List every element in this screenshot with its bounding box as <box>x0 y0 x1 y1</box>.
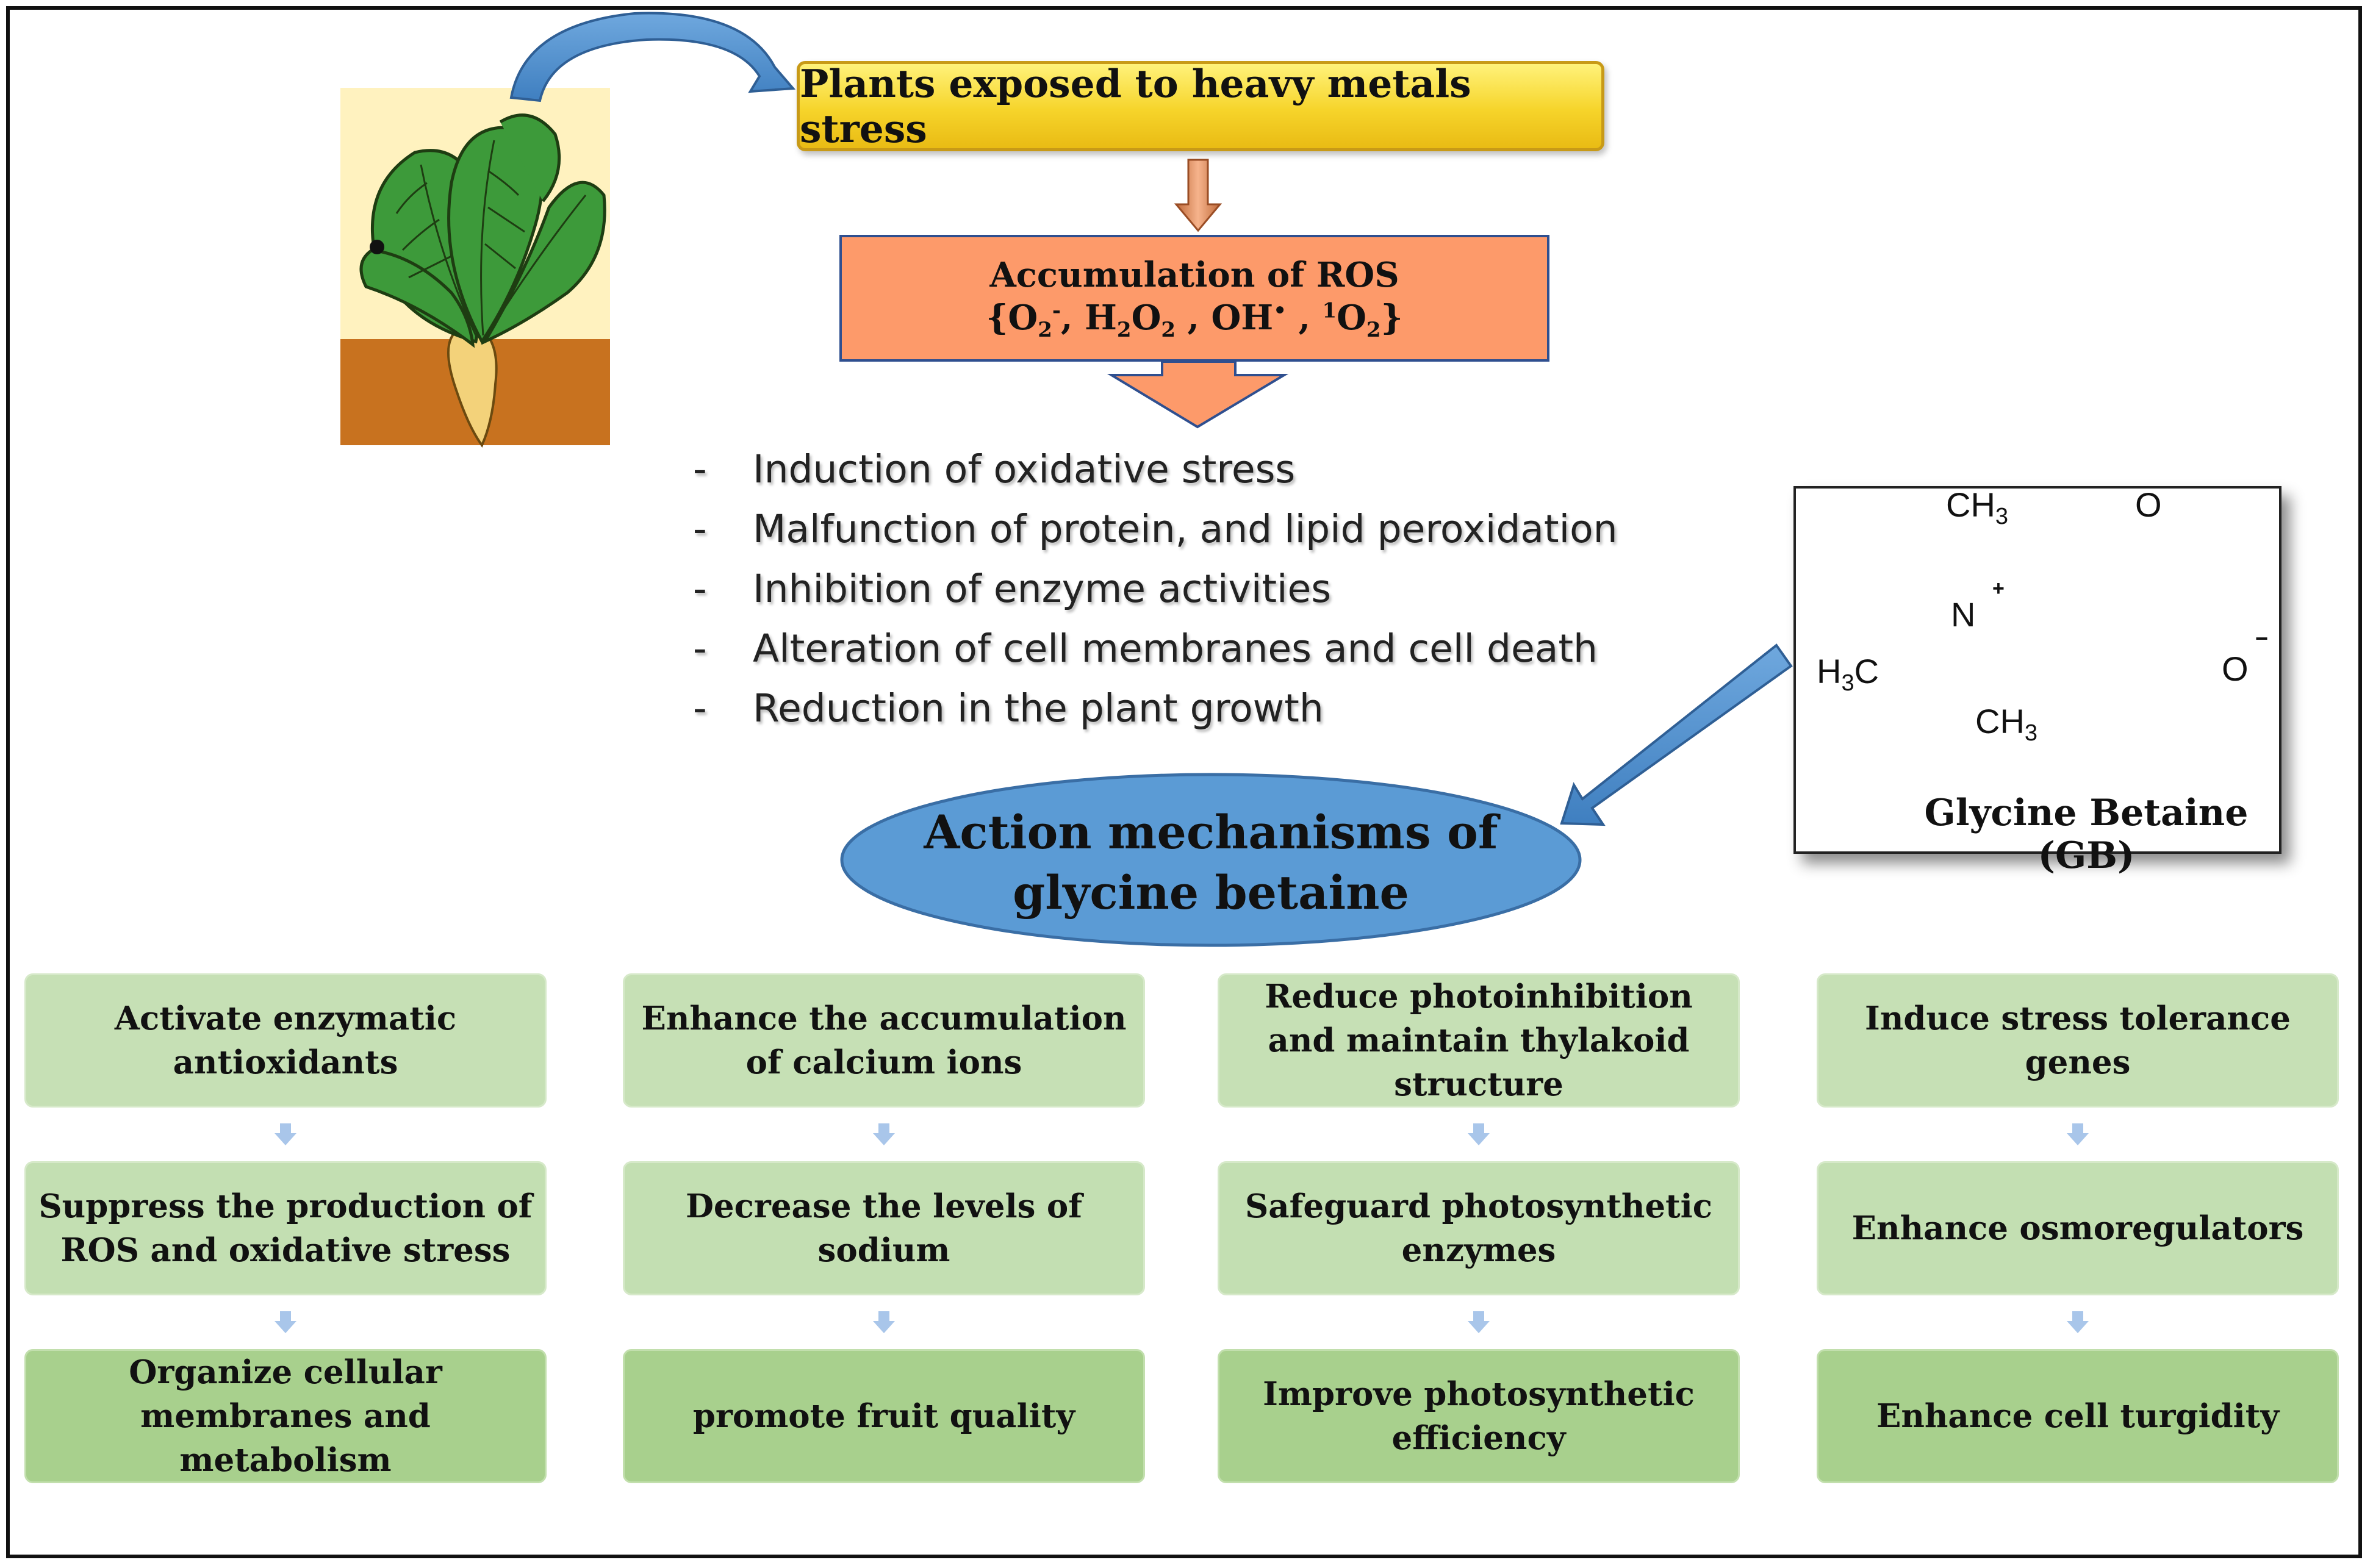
mechanism-card: Decrease the levels of sodium <box>623 1161 1145 1295</box>
positive-charge-sign: + <box>1992 577 2005 600</box>
carbonyl-oxygen-atom: O <box>2135 485 2162 524</box>
down-arrow-icon <box>873 1311 895 1333</box>
mechanism-title: Action mechanisms of glycine betaine <box>841 778 1581 948</box>
mechanism-card: Improve photosynthetic efficiency <box>1218 1349 1740 1483</box>
mechanism-ellipse <box>840 773 1582 947</box>
down-arrow-icon <box>275 1123 296 1145</box>
glycine-betaine-structure-box <box>1793 486 2281 854</box>
effect-item: -Malfunction of protein, and lipid perox… <box>693 506 1618 551</box>
gb-to-mechanism-arrow-icon <box>1560 643 1793 826</box>
down-arrow-icon <box>1468 1123 1490 1145</box>
small-arrows <box>275 1123 2089 1333</box>
nitrogen-atom: N <box>1951 595 1976 634</box>
effect-item: -Inhibition of enzyme activities <box>693 566 1332 611</box>
ros-down-arrow-icon <box>1107 360 1289 429</box>
plant-illustration <box>340 88 610 448</box>
leaf-veins <box>395 140 587 336</box>
diagram-frame <box>6 6 2362 1558</box>
heavy-metals-stress-label: Plants exposed to heavy metals stress <box>800 61 1471 151</box>
plant-spot <box>370 240 384 254</box>
carboxylate-oxygen-atom: O <box>2222 650 2249 688</box>
ch3-top-group: CH3 <box>1946 485 2009 530</box>
glycine-betaine-label: Glycine Betaine (GB) <box>1924 792 2249 877</box>
down-arrow-icon <box>2067 1311 2089 1333</box>
mechanism-card: Reduce photoinhibition and maintain thyl… <box>1218 973 1740 1108</box>
mechanism-card: Enhance cell turgidity <box>1817 1349 2339 1483</box>
negative-charge-sign: − <box>2255 626 2269 651</box>
down-arrow-icon <box>1174 159 1222 232</box>
beet-root <box>447 328 498 448</box>
ros-effects-list: -Induction of oxidative stress -Malfunct… <box>689 439 1726 738</box>
effect-item: -Alteration of cell membranes and cell d… <box>693 626 1598 671</box>
mechanism-title-line2: glycine betaine <box>1013 865 1409 920</box>
mechanism-card: Enhance the accumulation of calcium ions <box>623 973 1145 1108</box>
down-arrow-icon <box>1468 1311 1490 1333</box>
h3c-left-group: H3C <box>1817 652 1879 696</box>
mechanism-card: Enhance osmoregulators <box>1817 1161 2339 1295</box>
down-arrow-icon <box>873 1123 895 1145</box>
ch3-bottom-group: CH3 <box>1975 702 2038 746</box>
mechanism-title-line1: Action mechanisms of <box>924 805 1498 860</box>
down-arrow-icon <box>2067 1123 2089 1145</box>
mechanism-card: promote fruit quality <box>623 1349 1145 1483</box>
effect-item: -Reduction in the plant growth <box>693 686 1324 731</box>
down-arrow-icon <box>275 1311 296 1333</box>
ros-heading: Accumulation of ROS <box>989 254 1399 295</box>
ros-species: {O2-, H2O2 , OH• , 1O2} <box>986 297 1403 342</box>
mechanism-card: Suppress the production of ROS and oxida… <box>24 1161 547 1295</box>
mechanism-card: Organize cellular membranes and metaboli… <box>24 1349 547 1483</box>
mechanism-card: Activate enzymatic antioxidants <box>24 973 547 1108</box>
beet-leaves <box>359 113 606 348</box>
ros-accumulation-box: Accumulation of ROS {O2-, H2O2 , OH• , 1… <box>839 235 1549 362</box>
mechanism-card: Induce stress tolerance genes <box>1817 973 2339 1108</box>
effect-item: -Induction of oxidative stress <box>693 446 1296 492</box>
mechanism-card: Safeguard photosynthetic enzymes <box>1218 1161 1740 1295</box>
heavy-metals-stress-box: Plants exposed to heavy metals stress <box>797 61 1604 151</box>
curved-arrow-icon <box>509 12 796 102</box>
